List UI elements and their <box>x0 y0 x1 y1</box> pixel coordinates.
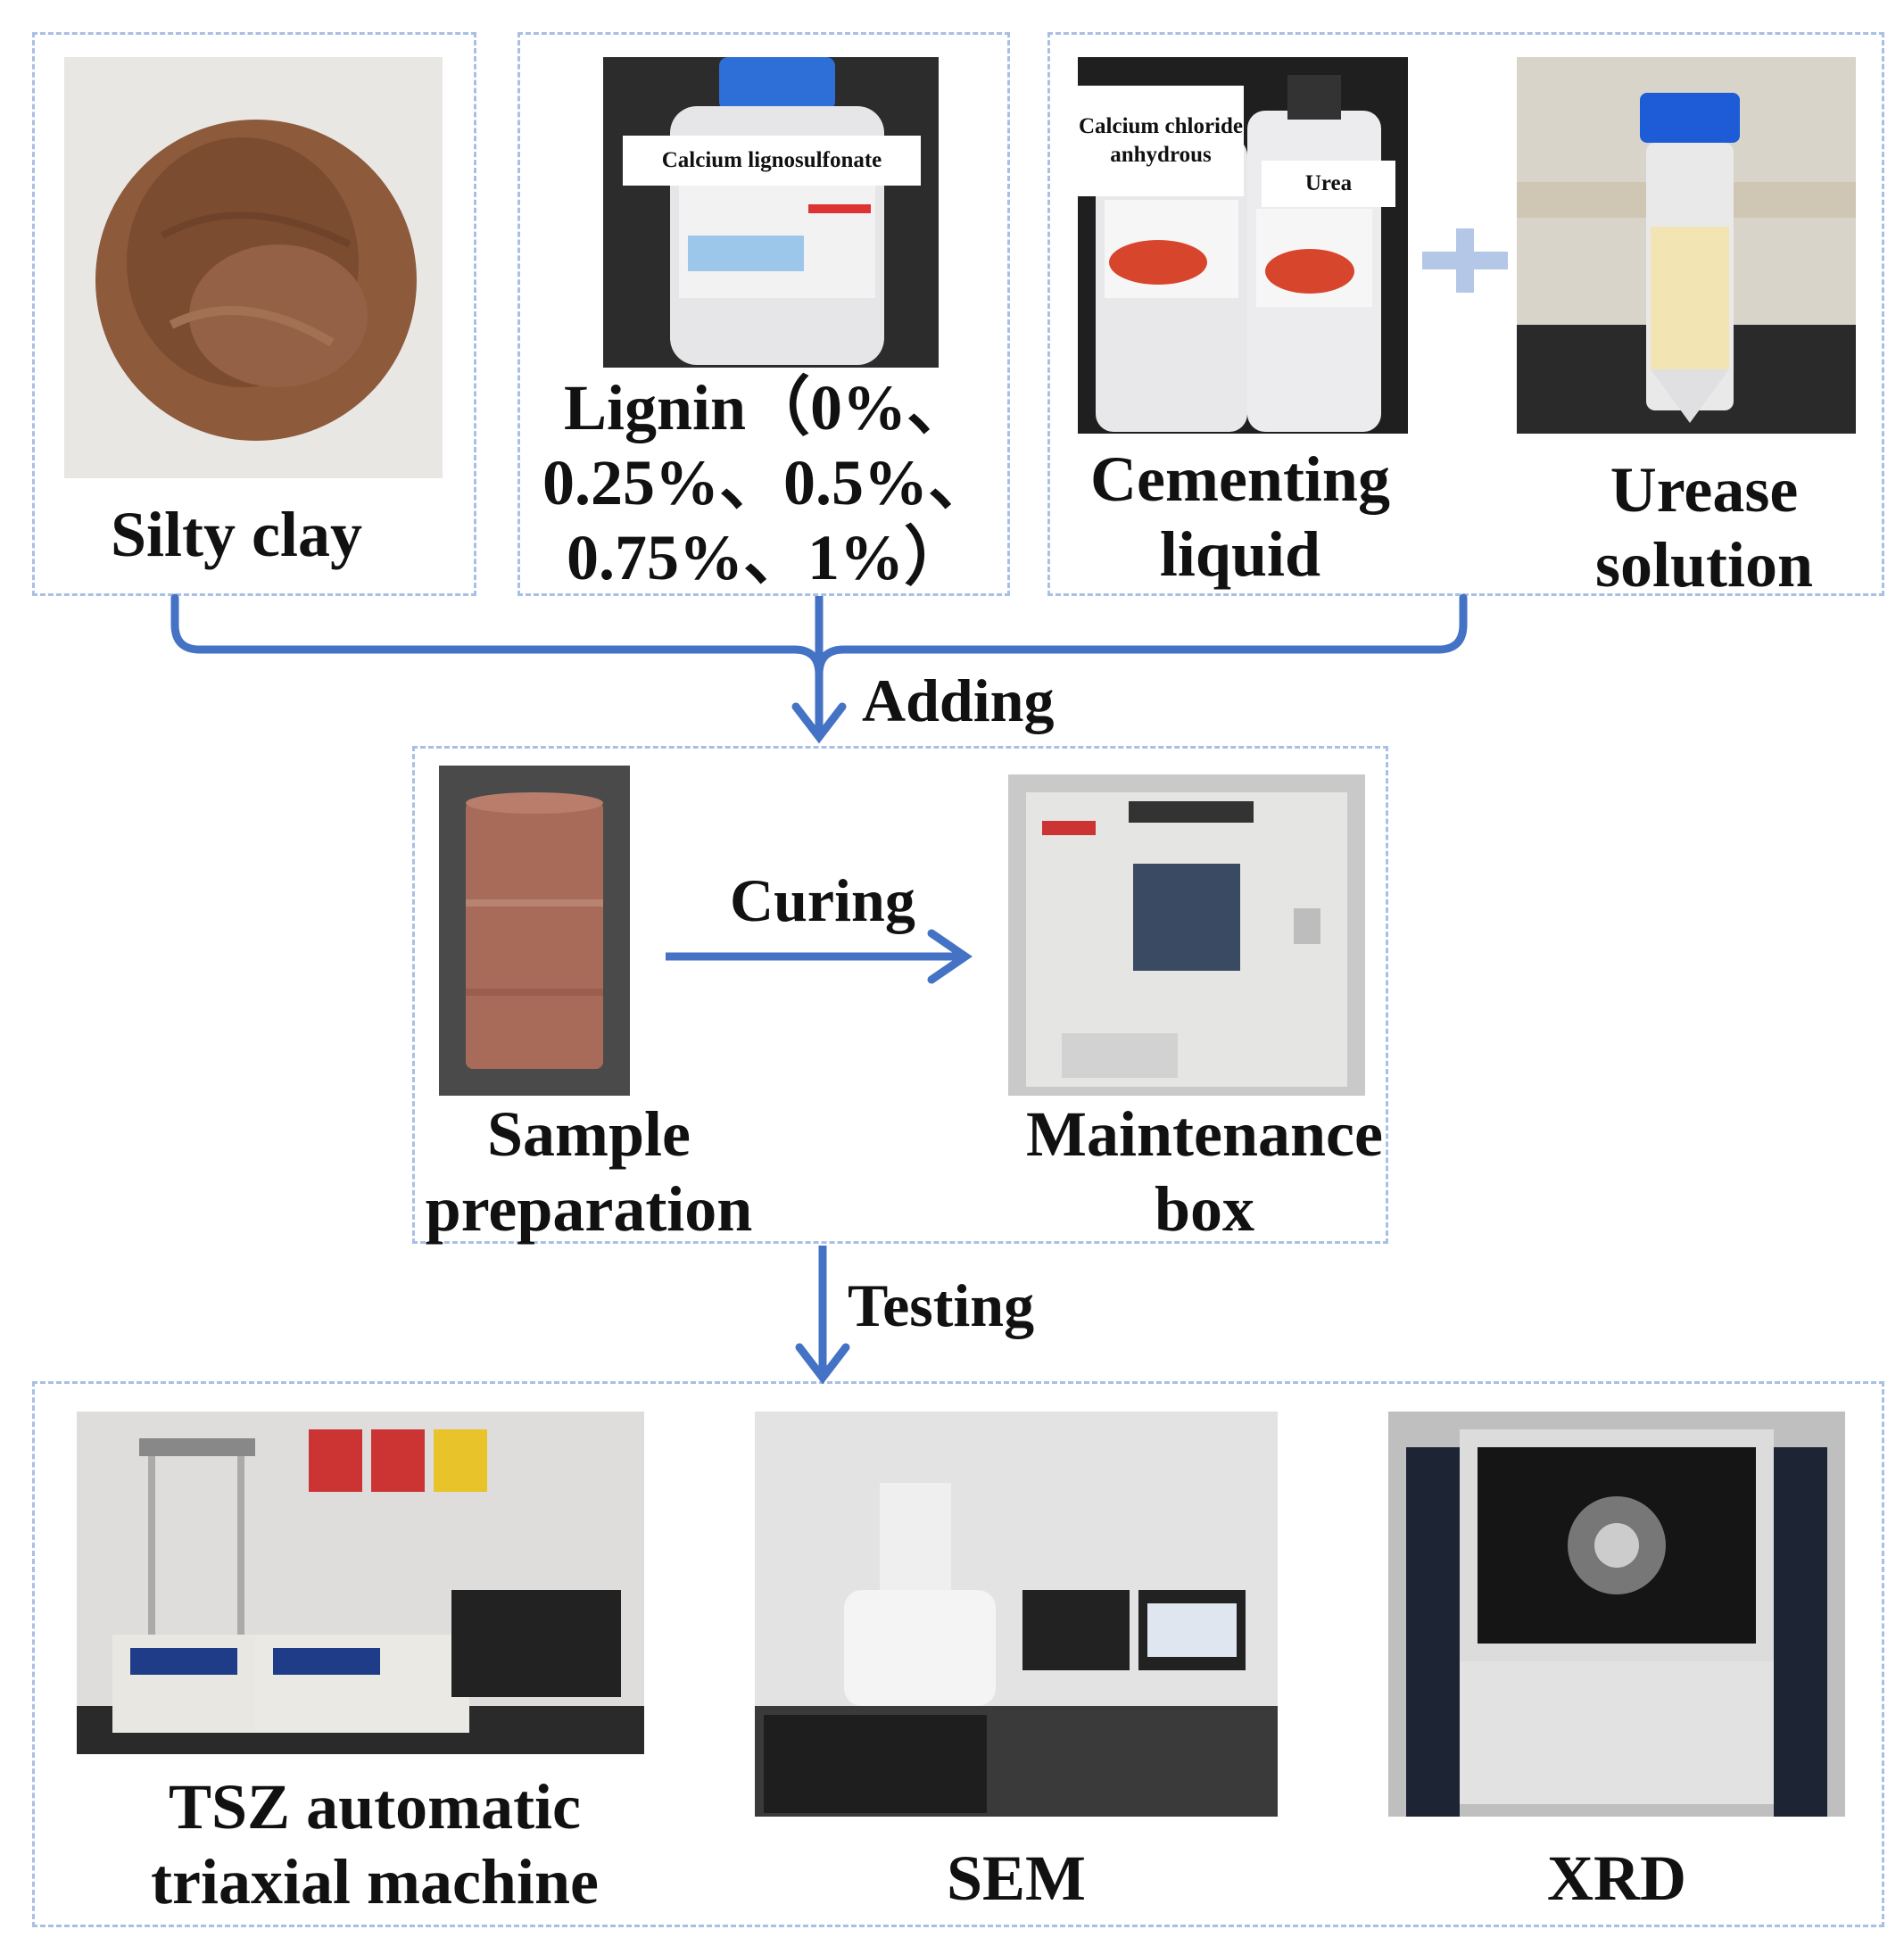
sem-label: SEM <box>946 1842 1087 1914</box>
tsz-label-2: triaxial machine <box>151 1846 599 1917</box>
curing-label: Curing <box>730 866 915 934</box>
curing-group <box>412 746 1388 1244</box>
calcium-chloride-tag: Calcium chloride anhydrous <box>1078 86 1244 196</box>
curing-arrow-head <box>927 929 973 984</box>
xrd-photo <box>1388 1412 1845 1817</box>
lignosulfonate-tag: Calcium lignosulfonate <box>623 136 921 186</box>
urease-label-2: solution <box>1594 529 1814 600</box>
urea-tag: Urea <box>1262 161 1395 207</box>
tsz-machine-photo <box>77 1412 644 1754</box>
adding-label: Adding <box>862 667 1055 734</box>
maintenance-label-1: Maintenance <box>1026 1098 1383 1170</box>
testing-arrow-head <box>795 1343 850 1385</box>
cementing-label-1: Cementing <box>1090 443 1390 515</box>
cementing-urease-group <box>1047 32 1884 596</box>
sample-photo <box>439 766 630 1096</box>
urease-tube-photo <box>1517 57 1856 434</box>
lignin-label-2: 0.25%、0.5%、 <box>542 447 992 518</box>
sample-label-2: preparation <box>425 1173 753 1245</box>
plus-icon <box>1422 228 1508 293</box>
xrd-label: XRD <box>1547 1842 1686 1914</box>
lignin-group <box>517 32 1010 596</box>
lignin-label-1: Lignin（0%、 <box>563 372 972 443</box>
tsz-label-1: TSZ automatic <box>168 1771 582 1842</box>
lignin-label-3: 0.75%、1%） <box>566 522 968 593</box>
urease-label-1: Urease <box>1610 454 1799 526</box>
testing-group <box>32 1381 1884 1927</box>
cementing-label-2: liquid <box>1159 518 1321 590</box>
adding-arrow-head <box>791 702 847 744</box>
testing-label: Testing <box>848 1271 1035 1339</box>
maintenance-box-photo <box>1008 774 1365 1096</box>
maintenance-label-2: box <box>1154 1173 1255 1245</box>
silty-clay-group <box>32 32 476 596</box>
sample-label-1: Sample <box>486 1098 691 1170</box>
silty-clay-photo <box>64 57 443 478</box>
silty-clay-label: Silty clay <box>111 499 362 570</box>
sem-photo <box>755 1412 1278 1817</box>
